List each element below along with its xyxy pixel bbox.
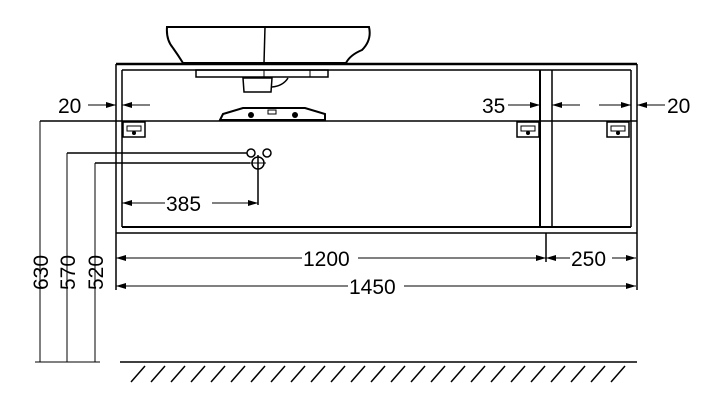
- sink-basin: [165, 26, 371, 64]
- hatch-mark: [570, 365, 586, 383]
- dim-left-offset: 20: [58, 95, 150, 118]
- dim-divider: 35: [482, 95, 580, 118]
- hatch-mark: [150, 365, 166, 383]
- hatch-mark: [190, 365, 206, 383]
- hatch-mark: [450, 365, 466, 383]
- hatch-mark: [350, 365, 366, 383]
- hatch-mark: [310, 365, 326, 383]
- drain-point: [95, 155, 266, 205]
- hatch-mark: [210, 365, 226, 383]
- hatch-mark: [370, 365, 386, 383]
- hatch-mark: [270, 365, 286, 383]
- dim-label-630: 630: [30, 255, 53, 290]
- hatch-mark: [330, 365, 346, 383]
- water-supply-points: [67, 148, 272, 158]
- hanger-bracket-right: [606, 121, 630, 138]
- hatch-mark: [170, 365, 186, 383]
- hatch-mark: [250, 365, 266, 383]
- hatch-mark: [430, 365, 446, 383]
- dim-label-1200: 1200: [303, 248, 350, 271]
- hatch-mark: [610, 365, 626, 383]
- hatch-mark: [290, 365, 306, 383]
- dim-height-520: 520: [85, 163, 108, 362]
- cabinet: [40, 62, 638, 290]
- dim-height-570: 570: [57, 153, 80, 362]
- wall-bracket: [218, 107, 326, 121]
- hatch-mark: [130, 365, 146, 383]
- dim-label-250: 250: [571, 248, 606, 271]
- hatch-mark: [470, 365, 486, 383]
- dim-main-width: 1200: [116, 248, 546, 271]
- floor-hatching: [120, 361, 637, 383]
- hatch-mark: [590, 365, 606, 383]
- dim-label-520: 520: [85, 255, 108, 290]
- dim-label-570: 570: [57, 255, 80, 290]
- hatch-mark: [530, 365, 546, 383]
- hatch-mark: [390, 365, 406, 383]
- dim-right-offset: 20: [599, 95, 690, 118]
- hanger-bracket-left: [122, 121, 146, 138]
- dim-label-35: 35: [482, 95, 505, 118]
- dim-total-width: 1450: [116, 276, 636, 299]
- hatch-mark: [230, 365, 246, 383]
- dim-side-width: 250: [546, 248, 636, 271]
- hanger-bracket-middle: [516, 121, 540, 138]
- hatch-mark: [550, 365, 566, 383]
- dim-label-1450: 1450: [349, 276, 396, 299]
- hatch-mark: [510, 365, 526, 383]
- hatch-mark: [410, 365, 426, 383]
- dim-label-20-right: 20: [667, 95, 690, 118]
- hatch-mark: [490, 365, 506, 383]
- dim-label-385: 385: [166, 193, 201, 216]
- drain-assembly: [195, 69, 329, 93]
- dim-height-630: 630: [30, 121, 53, 362]
- dim-drain-offset: 385: [122, 193, 258, 216]
- dim-label-20-left: 20: [58, 95, 81, 118]
